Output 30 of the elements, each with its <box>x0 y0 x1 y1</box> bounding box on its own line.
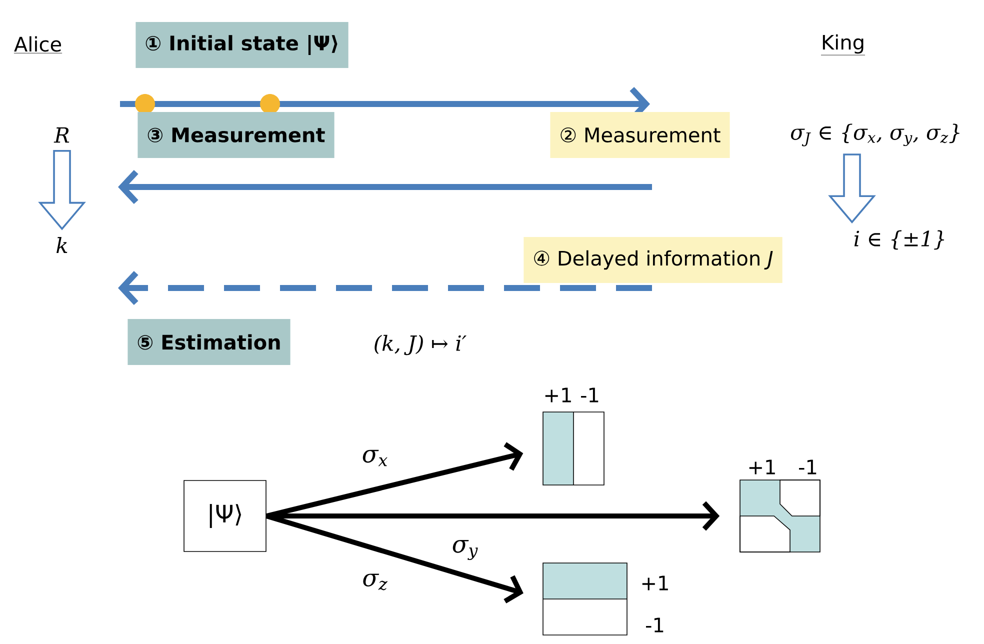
step-box: ① Initial state |Ψ⟩ <box>136 22 348 68</box>
party-name: King <box>820 34 866 56</box>
hollow-arrow <box>38 150 86 230</box>
value-label: +1 <box>642 576 668 590</box>
edge-label: σ$_{y}$ <box>452 540 478 560</box>
result-box <box>740 480 820 552</box>
result-box <box>542 412 604 486</box>
formula-text: (k, J) ↦ i′ <box>374 334 467 356</box>
step-box: ⑤ Estimation <box>128 319 290 365</box>
hollow-arrow <box>828 154 876 224</box>
formula-text: i ∈ {±1} <box>854 230 944 250</box>
value-label: +1 <box>545 388 571 402</box>
step-box: ③ Measurement <box>138 112 334 158</box>
step-box: ② Measurement <box>550 112 730 158</box>
arrow <box>266 501 720 531</box>
arrow <box>266 514 524 604</box>
state-box: |Ψ⟩ <box>184 480 266 552</box>
value-label: -1 <box>581 388 598 402</box>
value-label: -1 <box>799 460 816 474</box>
formula-text: R <box>54 127 70 143</box>
arrow <box>266 442 524 518</box>
step-box: ④ Delayed information J <box>524 237 782 283</box>
party-name: Alice <box>14 36 62 54</box>
formula-text: σ$_{J}$ ∈ {σ$_{x}$, σ$_{y}$, σ$_{z}$} <box>791 124 960 146</box>
formula-text: k <box>56 237 68 253</box>
edge-label: σ$_{z}$ <box>363 574 388 590</box>
result-box <box>542 562 628 636</box>
value-label: +1 <box>749 460 775 474</box>
edge-label: σ$_{x}$ <box>362 450 388 466</box>
value-label: -1 <box>646 618 664 632</box>
